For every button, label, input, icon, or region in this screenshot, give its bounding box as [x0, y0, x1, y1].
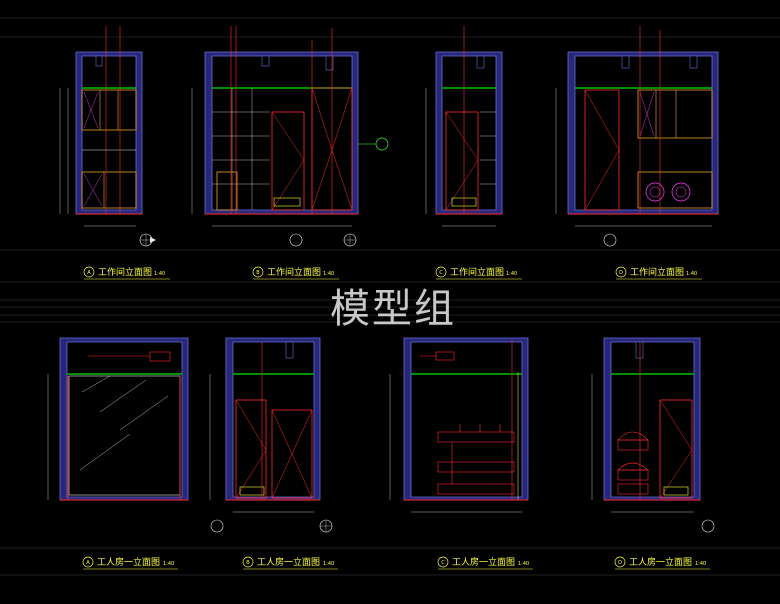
- elevation-scale: 1:40: [323, 271, 334, 277]
- elevation-title: 工人房一立面图: [257, 556, 320, 568]
- elevation-mark: C: [439, 270, 443, 276]
- elevation-2c: [389, 337, 529, 513]
- elevation-scale: 1:40: [323, 561, 334, 567]
- elevation-title: 工作间立面图: [630, 266, 684, 278]
- elevation-mark-circle: [82, 556, 94, 568]
- elevation-title-1a: A 工作间立面图 1:40: [83, 266, 170, 280]
- elevation-scale: 1:40: [686, 271, 697, 277]
- elevation-scale: 1:40: [518, 561, 529, 567]
- elevation-mark: A: [86, 560, 90, 566]
- elevation-2d: [591, 337, 715, 533]
- elevation-title-1b: B 工作间立面图 1:40: [252, 266, 339, 280]
- elevation-mark: B: [256, 270, 260, 276]
- elevation-mark-circle: [437, 556, 449, 568]
- elevation-mark-circle: [242, 556, 254, 568]
- elevation-title-1c: C 工作间立面图 1:40: [435, 266, 522, 280]
- elevation-mark-circle: [614, 556, 626, 568]
- elevation-mark: B: [246, 560, 250, 566]
- elevation-1c: [425, 26, 503, 227]
- elevation-title-1d: D 工作间立面图 1:40: [615, 266, 702, 280]
- elevation-scale: 1:40: [506, 271, 517, 277]
- elevation-title-2c: C 工人房一立面图 1:40: [437, 556, 533, 570]
- elevation-title: 工作间立面图: [450, 266, 504, 278]
- elevation-scale: 1:40: [154, 271, 165, 277]
- elevation-1a: [59, 26, 156, 247]
- elevation-scale: 1:40: [163, 561, 174, 567]
- elevation-2b: [209, 337, 333, 533]
- elevation-mark-circle: [615, 266, 627, 278]
- elevation-title: 工作间立面图: [267, 266, 321, 278]
- elevation-mark-circle: [435, 266, 447, 278]
- elevation-title: 工人房一立面图: [629, 556, 692, 568]
- elevation-title-2d: D 工人房一立面图 1:40: [614, 556, 710, 570]
- elevation-title-2b: B 工人房一立面图 1:40: [242, 556, 338, 570]
- elevation-1d: [555, 26, 719, 247]
- watermark-text: 模型组: [330, 286, 456, 332]
- elevation-mark: C: [441, 560, 445, 566]
- elevation-2a: [47, 337, 189, 501]
- elevation-title: 工作间立面图: [98, 266, 152, 278]
- elevation-mark-circle: [252, 266, 264, 278]
- elevation-scale: 1:40: [695, 561, 706, 567]
- elevation-mark-circle: [83, 266, 95, 278]
- section-rules: [0, 17, 780, 576]
- elevation-title: 工人房一立面图: [452, 556, 515, 568]
- elevation-title: 工人房一立面图: [97, 556, 160, 568]
- elevation-mark: D: [619, 270, 623, 276]
- elevation-title-2a: A 工人房一立面图 1:40: [82, 556, 178, 570]
- elevation-1b: [191, 26, 389, 247]
- elevation-mark: A: [87, 270, 91, 276]
- elevation-mark: D: [618, 560, 622, 566]
